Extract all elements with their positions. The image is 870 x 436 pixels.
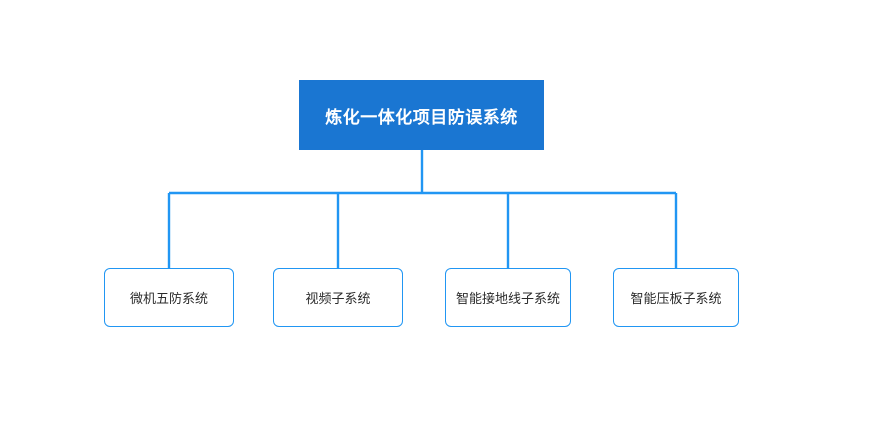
leaf-node-label: 智能接地线子系统 [455, 291, 560, 306]
leaf-node-zhineng-yaban[interactable]: 智能压板子系统 [613, 268, 739, 327]
root-node[interactable]: 炼化一体化项目防误系统 [299, 80, 544, 150]
leaf-node-zhineng-jiedixian[interactable]: 智能接地线子系统 [445, 268, 571, 327]
leaf-node-shipin[interactable]: 视频子系统 [273, 268, 403, 327]
leaf-node-label: 智能压板子系统 [630, 291, 722, 306]
root-node-label: 炼化一体化项目防误系统 [325, 107, 518, 127]
leaf-node-label: 视频子系统 [305, 291, 371, 306]
leaf-node-label: 微机五防系统 [129, 291, 208, 306]
leaf-node-weiji-wufang[interactable]: 微机五防系统 [104, 268, 234, 327]
